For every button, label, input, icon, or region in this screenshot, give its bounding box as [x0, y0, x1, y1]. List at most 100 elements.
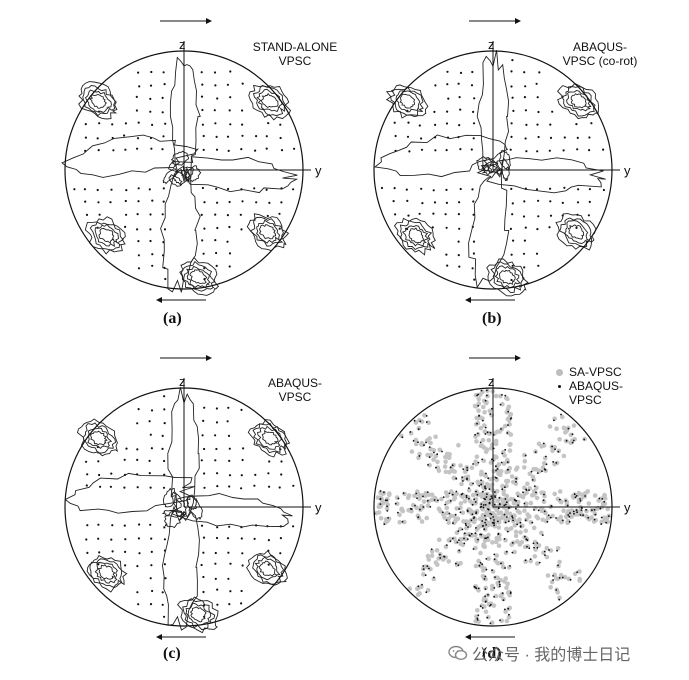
panel-a-title: STAND-ALONE VPSC [240, 40, 350, 68]
contour-peak-c-2-1 [189, 606, 207, 623]
contour-peak-c-4-2 [254, 556, 281, 581]
contour-peak-b-3-2 [401, 225, 430, 247]
panel-b-caption: (b) [482, 310, 502, 327]
contour-y-band-left-a [61, 134, 199, 178]
contour-peak-c-0-3 [82, 422, 117, 454]
axis-z-label-a: z [179, 37, 186, 52]
contour-peak-b-1-4 [556, 82, 600, 120]
bottom-arrowhead-c [156, 634, 162, 640]
panel-b-title-line2: VPSC (co-rot) [562, 54, 638, 68]
contour-peak-b-3-4 [393, 217, 436, 256]
top-arrowhead-c [206, 355, 212, 361]
panel-c-title: ABAQUS- VPSC [250, 376, 340, 404]
legend-grey-label: SA-VPSC [569, 365, 622, 379]
contour-y-band-left-b [373, 134, 509, 178]
low-intensity-dots-a [73, 70, 296, 281]
contour-y-band-a [168, 156, 299, 194]
contour-peak-c-1-1 [261, 429, 279, 446]
contour-z-band-lower-a [160, 165, 201, 293]
axis-y-label-b: y [624, 163, 631, 178]
contour-z-band-lower-b [468, 169, 510, 289]
contour-peak-a-2-3 [180, 260, 216, 292]
contour-peak-c-0-1 [90, 430, 108, 446]
legend-black-label-line1: ABAQUS- [569, 379, 624, 393]
legend-grey-marker [556, 368, 563, 376]
contour-center-c-5 [164, 510, 184, 529]
contour-peak-c-2-3 [182, 598, 216, 631]
top-arrowhead-b [515, 18, 521, 24]
panel-a-caption: (a) [163, 310, 182, 327]
contour-center-a-5 [162, 168, 178, 185]
contour-peak-b-0-2 [395, 90, 421, 113]
sa-vpsc-points [374, 388, 612, 625]
contour-z-band-lower-c [162, 505, 200, 631]
contour-peak-a-1-2 [256, 88, 283, 112]
contour-peak-b-2-2 [494, 265, 521, 289]
contour-y-band-left-c [64, 472, 196, 514]
legend-black-label-line2: VPSC [569, 393, 602, 407]
legend-row-grey: SA-VPSC [556, 365, 623, 379]
contour-peak-c-4-1 [258, 560, 276, 577]
axis-y-label-a: y [315, 163, 322, 178]
panel-c-title-line1: ABAQUS- [267, 376, 322, 390]
contour-peak-c-3-1 [97, 564, 116, 580]
abaqus-vpsc-points [373, 389, 610, 625]
contour-z-band-b [476, 50, 510, 178]
contour-peak-a-2-2 [186, 265, 211, 289]
legend-black-marker [558, 384, 561, 388]
legend-row-black: ABAQUS- [556, 379, 623, 393]
contour-center-c-4 [186, 495, 203, 521]
axis-y-label-d: y [624, 500, 631, 515]
contour-peak-a-0-4 [78, 81, 118, 120]
contour-peak-a-4-4 [246, 213, 290, 252]
contour-center-a-2 [180, 166, 195, 179]
contour-peak-c-2-2 [185, 602, 212, 626]
contour-peak-b-4-2 [563, 220, 589, 244]
contour-center-a-4 [170, 150, 190, 166]
contour-center-c-0 [162, 487, 177, 508]
contour-peak-a-3-4 [84, 216, 126, 255]
low-intensity-dots-b [380, 59, 606, 282]
contour-peak-c-1-4 [247, 419, 291, 458]
contour-peak-b-1-1 [570, 93, 588, 109]
contour-center-b-4 [501, 158, 510, 182]
contour-peak-a-1-1 [260, 92, 279, 109]
contour-peak-a-3-2 [94, 223, 119, 247]
contour-peak-a-2-4 [179, 256, 220, 296]
contour-peak-c-3-2 [94, 562, 118, 584]
bottom-arrowhead-d [465, 634, 471, 640]
contour-peak-b-2-4 [486, 258, 529, 297]
panel-c-caption: (c) [163, 645, 181, 662]
panel-b-title: ABAQUS- VPSC (co-rot) [550, 40, 650, 68]
contour-peak-b-3-3 [399, 220, 433, 251]
axis-y-label-c: y [315, 500, 322, 515]
panel-a-title-line1: STAND-ALONE [252, 40, 338, 54]
contour-center-b-2 [481, 161, 499, 175]
axis-z-label-d: z [488, 374, 495, 389]
contour-z-band-a [169, 56, 201, 182]
panel-b-title-line1: ABAQUS- [572, 40, 627, 54]
contour-peak-a-2-1 [189, 269, 208, 284]
contour-peak-c-0-4 [76, 418, 119, 457]
contour-center-a-1 [184, 165, 202, 183]
contour-peak-a-1-4 [248, 84, 292, 121]
contour-peak-b-0-4 [385, 84, 429, 119]
panel-c-title-line2: VPSC [278, 390, 312, 404]
top-arrowhead-a [206, 18, 212, 24]
contour-y-band-c [171, 493, 293, 528]
contour-center-b-1 [476, 156, 492, 172]
axis-z-label-b: z [488, 37, 495, 52]
contour-peak-c-4-4 [246, 550, 288, 586]
wechat-icon [448, 645, 468, 661]
contour-peak-c-0-2 [87, 427, 113, 450]
bottom-arrowhead-a [156, 297, 162, 303]
contour-center-b-5 [481, 164, 501, 173]
contour-peak-b-2-3 [490, 261, 525, 294]
contour-peak-a-0-2 [84, 89, 112, 113]
top-arrowhead-d [515, 355, 521, 361]
contour-peak-b-2-1 [499, 269, 516, 285]
contour-peak-a-0-1 [88, 94, 107, 109]
contour-peak-b-1-2 [566, 90, 592, 112]
panel-d-legend: SA-VPSC ABAQUS- VPSC [556, 365, 623, 407]
